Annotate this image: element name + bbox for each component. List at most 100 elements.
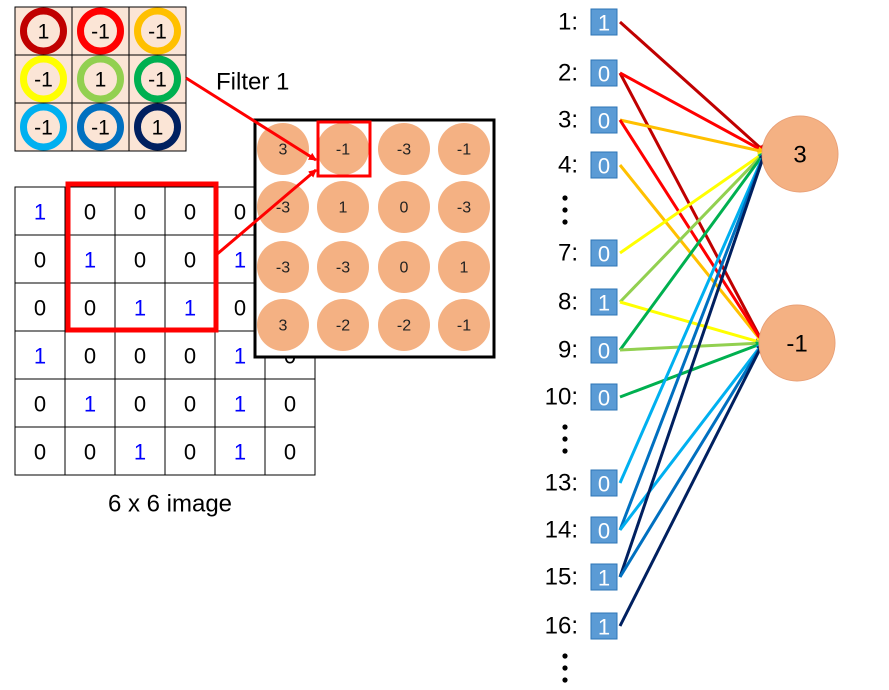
filter-weight-ring <box>134 7 181 55</box>
image-cell-value: 1 <box>134 440 146 465</box>
feature-map-value: 1 <box>339 200 348 217</box>
input-value-box <box>590 563 618 591</box>
input-value: 0 <box>598 339 610 364</box>
image-cell <box>114 186 166 236</box>
filter-weight-ring <box>77 7 124 55</box>
filter-cell-value: 1 <box>38 21 50 44</box>
image-cell <box>64 234 116 284</box>
flattened-input-list: 1:12:03:04:07:08:19:010:013:014:015:116:… <box>545 8 618 683</box>
feature-map-value: 0 <box>400 260 409 277</box>
filter-weight-ring <box>134 103 181 151</box>
image-cell-value: 0 <box>34 296 46 321</box>
output-neurons: 3 -1 <box>758 115 839 382</box>
input-index-label: 9: <box>558 337 578 364</box>
image-cell-value: 0 <box>184 200 196 225</box>
image-cell-value: 1 <box>84 248 96 273</box>
filter-cell-value: 1 <box>95 69 107 92</box>
image-cell-value: 1 <box>134 296 146 321</box>
feature-map-value: -2 <box>336 318 350 335</box>
feature-map-value: -3 <box>336 260 350 277</box>
image-cell-value: 1 <box>84 392 96 417</box>
image-cell-value: 0 <box>234 200 246 225</box>
ellipsis-dot <box>562 219 568 225</box>
feature-map-circle <box>257 241 309 293</box>
image-cell-value: 0 <box>34 392 46 417</box>
image-cell-value: 0 <box>34 440 46 465</box>
feature-map-circle <box>438 123 490 175</box>
input-value: 0 <box>598 472 610 497</box>
feature-map-value: 1 <box>460 260 469 277</box>
input-value: 0 <box>598 242 610 267</box>
ellipsis-dot <box>562 424 568 430</box>
connection-arrow <box>618 151 767 578</box>
ellipsis-dot <box>562 677 568 683</box>
input-value-box <box>590 106 618 134</box>
image-caption: 6 x 6 image <box>108 491 232 518</box>
image-cell-value: 1 <box>34 344 46 369</box>
feature-map-highlight <box>316 120 372 178</box>
image-cell <box>164 282 216 332</box>
filter-cell-value: -1 <box>148 69 167 92</box>
feature-map-value: -1 <box>457 142 471 159</box>
input-value: 0 <box>598 62 610 87</box>
image-cell-value: 0 <box>284 392 296 417</box>
image-cell <box>14 330 66 380</box>
input-value-box <box>590 59 618 87</box>
image-cell <box>14 186 66 236</box>
output-value: -1 <box>786 331 807 358</box>
input-value-box <box>590 151 618 179</box>
input-index-label: 14: <box>545 517 578 544</box>
image-cell-value: 0 <box>184 248 196 273</box>
image-cell-value: 0 <box>134 200 146 225</box>
ellipsis-dot <box>562 436 568 442</box>
image-cell-value: 0 <box>84 440 96 465</box>
input-value-box <box>590 239 618 267</box>
connection-arrow <box>618 119 765 344</box>
image-cell-value: 0 <box>184 392 196 417</box>
feature-map-circle <box>378 241 430 293</box>
image-cell <box>214 378 266 428</box>
image-cell <box>64 378 116 428</box>
input-value: 0 <box>598 154 610 179</box>
image-cell-value: 0 <box>84 296 96 321</box>
image-cell <box>264 426 316 476</box>
image-cell <box>214 426 266 476</box>
filter-weight-ring <box>134 55 181 103</box>
input-index-label: 15: <box>545 564 578 591</box>
connection-arrow <box>618 342 765 627</box>
input-value: 0 <box>598 109 610 134</box>
image-cell <box>264 378 316 428</box>
ellipsis-dot <box>562 448 568 454</box>
connection-arrow <box>618 342 765 578</box>
feature-map-value: 0 <box>400 200 409 217</box>
image-cell-value: 0 <box>284 440 296 465</box>
input-value: 0 <box>598 386 610 411</box>
image-cell <box>114 426 166 476</box>
input-value-box <box>590 469 618 497</box>
feature-map-circle <box>257 181 309 233</box>
feature-map-circle <box>378 299 430 351</box>
filter-weight-ring <box>20 103 67 151</box>
feature-map-circle <box>317 241 369 293</box>
image-cell-value: 1 <box>234 392 246 417</box>
image-cell <box>14 426 66 476</box>
input-value: 1 <box>598 615 610 640</box>
input-value-box <box>590 288 618 316</box>
feature-map-value: -1 <box>336 142 350 159</box>
input-index-label: 16: <box>545 613 578 640</box>
input-value: 1 <box>598 291 610 316</box>
output-value: 3 <box>793 142 806 169</box>
connection-arrow <box>618 151 767 351</box>
filter-cell-value: -1 <box>148 21 167 44</box>
feature-map-value: -1 <box>457 318 471 335</box>
image-cell-value: 0 <box>234 296 246 321</box>
image-cell <box>114 234 166 284</box>
connection-lines <box>618 20 767 627</box>
input-value-box <box>590 516 618 544</box>
annotation-arrows <box>185 76 317 257</box>
feature-map-value: -3 <box>457 200 471 217</box>
feature-map-value: -3 <box>276 260 290 277</box>
filter-cell-value: -1 <box>91 117 110 140</box>
